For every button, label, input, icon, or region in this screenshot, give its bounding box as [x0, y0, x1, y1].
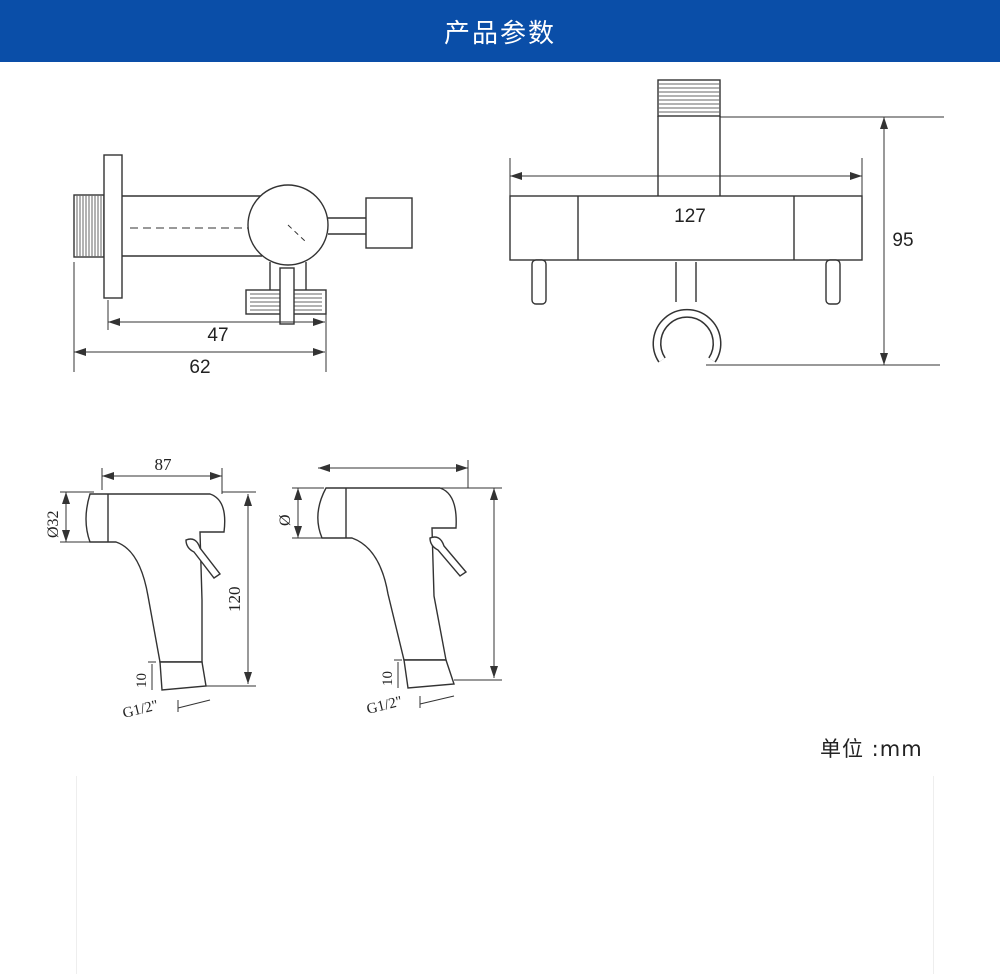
- sprayer-b-view: [292, 460, 502, 708]
- page-header: 产品参数: [0, 0, 1000, 62]
- technical-drawings: 47 62: [45, 79, 944, 722]
- dim-87-label: 87: [155, 455, 173, 474]
- dim-95-label: 95: [892, 230, 913, 251]
- valve-side-view: [73, 154, 413, 372]
- dim-10-label-b: 10: [380, 671, 396, 686]
- holder-front-view: [509, 79, 944, 366]
- dim-10-label-a: 10: [134, 673, 150, 688]
- dim-47-label: 47: [207, 325, 228, 346]
- dim-127-label: 127: [674, 206, 706, 227]
- thread-label-b: G1/2": [365, 694, 404, 718]
- technical-drawing-area: 47 62: [0, 62, 1000, 974]
- header-title: 产品参数: [443, 18, 556, 49]
- dim-diameter-32-label: Ø32: [45, 510, 62, 538]
- dim-62-label: 62: [189, 357, 210, 378]
- dim-120-label: 120: [225, 587, 244, 613]
- blank-panel: [76, 776, 934, 974]
- dim-diameter-label-b: Ø: [277, 514, 294, 526]
- unit-note: 单位 :mm: [820, 737, 923, 761]
- sprayer-a-view: [60, 468, 256, 712]
- thread-label-a: G1/2": [121, 698, 160, 722]
